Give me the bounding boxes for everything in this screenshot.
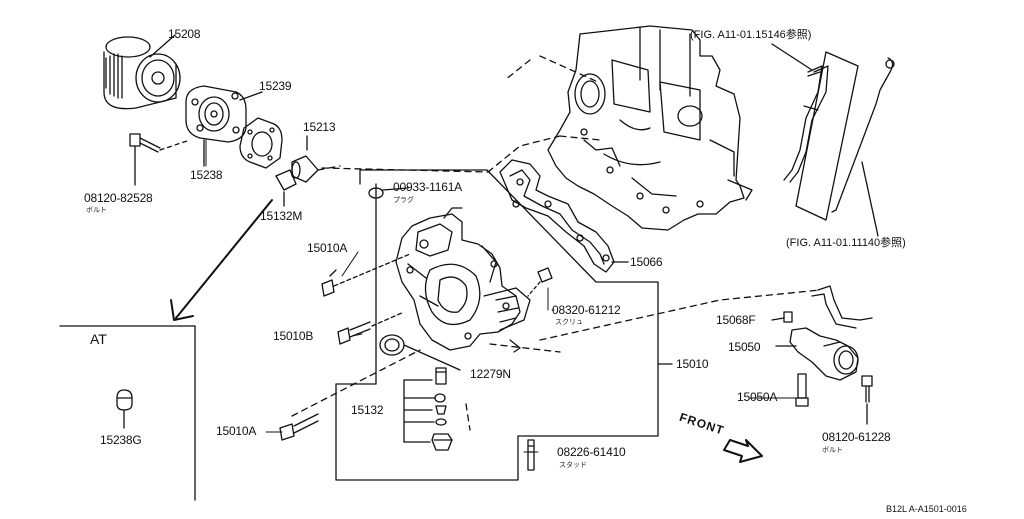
label-08320-61212: 08320-61212 [552, 303, 621, 317]
note-08226-61410: スタッド [559, 461, 587, 469]
label-15010b: 15010B [273, 329, 314, 343]
oil-pump-frame-15010 [335, 169, 673, 481]
part-15238g-drawing [116, 389, 133, 429]
bolt-08120-61228 [861, 375, 873, 425]
label-15050: 15050 [728, 340, 761, 354]
label-00933-1161a: 00933-1161A [393, 180, 462, 194]
oil-pump-body [395, 207, 531, 353]
label-15050a: 15050A [737, 390, 778, 404]
bolt-15010b [337, 311, 405, 345]
note-08320-61212: スクリュ [555, 318, 583, 326]
bolt-08120-82528 [129, 133, 191, 186]
label-08120-82528: 08120-82528 [84, 191, 153, 205]
note-00933-1161a: プラグ [393, 196, 414, 204]
label-15010: 15010 [676, 357, 709, 371]
bolt-15010a-bottom [279, 413, 319, 441]
filter-bracket-15238 [185, 85, 263, 167]
valve-stack-15132 [403, 367, 453, 451]
reference-15146: (FIG. A11-01.15146参照) [690, 29, 812, 41]
oil-strainer-15050 [771, 285, 873, 381]
at-inset-frame [59, 325, 196, 501]
label-15068f: 15068F [716, 313, 756, 327]
at-part-15238g: 15238G [100, 433, 142, 447]
stud-08226 [527, 439, 535, 471]
label-15132: 15132 [351, 403, 384, 417]
dipstick-tube [771, 43, 829, 183]
front-arrow [723, 439, 763, 463]
label-15213: 15213 [303, 120, 336, 134]
label-08120-61228: 08120-61228 [822, 430, 891, 444]
label-12279n: 12279N [470, 367, 511, 381]
plug-00933 [368, 187, 409, 199]
label-15066: 15066 [630, 255, 663, 269]
note-08120-61228: ボルト [822, 446, 843, 454]
engine-block [547, 25, 753, 231]
bolt-15010a-top [321, 253, 411, 297]
dipstick [795, 51, 895, 237]
leader-lines [205, 139, 799, 453]
label-15238: 15238 [190, 168, 223, 182]
note-08120-82528: ボルト [86, 206, 107, 214]
gasket-15066 [499, 159, 629, 273]
drawing-code: B12L A-A1501-0016 [886, 504, 967, 514]
dashed-connectors [291, 55, 821, 431]
label-15010a-top: 15010A [307, 241, 348, 255]
label-15132m: 15132M [260, 209, 303, 223]
at-inset-title: AT [90, 331, 107, 347]
oil-filter-15208 [103, 34, 181, 110]
gasket-15239 [239, 117, 283, 169]
label-15239: 15239 [259, 79, 292, 93]
label-15208: 15208 [168, 27, 201, 41]
bolt-15050a [795, 373, 809, 407]
fittings-15213-15132m [275, 135, 341, 207]
at-arrow [170, 199, 273, 321]
reference-11140: (FIG. A11-01.11140参照) [786, 237, 906, 249]
label-15010a-bottom: 15010A [216, 424, 257, 438]
seal-12279n [379, 334, 461, 371]
screw-08320 [527, 267, 553, 297]
label-08226-61410: 08226-61410 [557, 445, 626, 459]
